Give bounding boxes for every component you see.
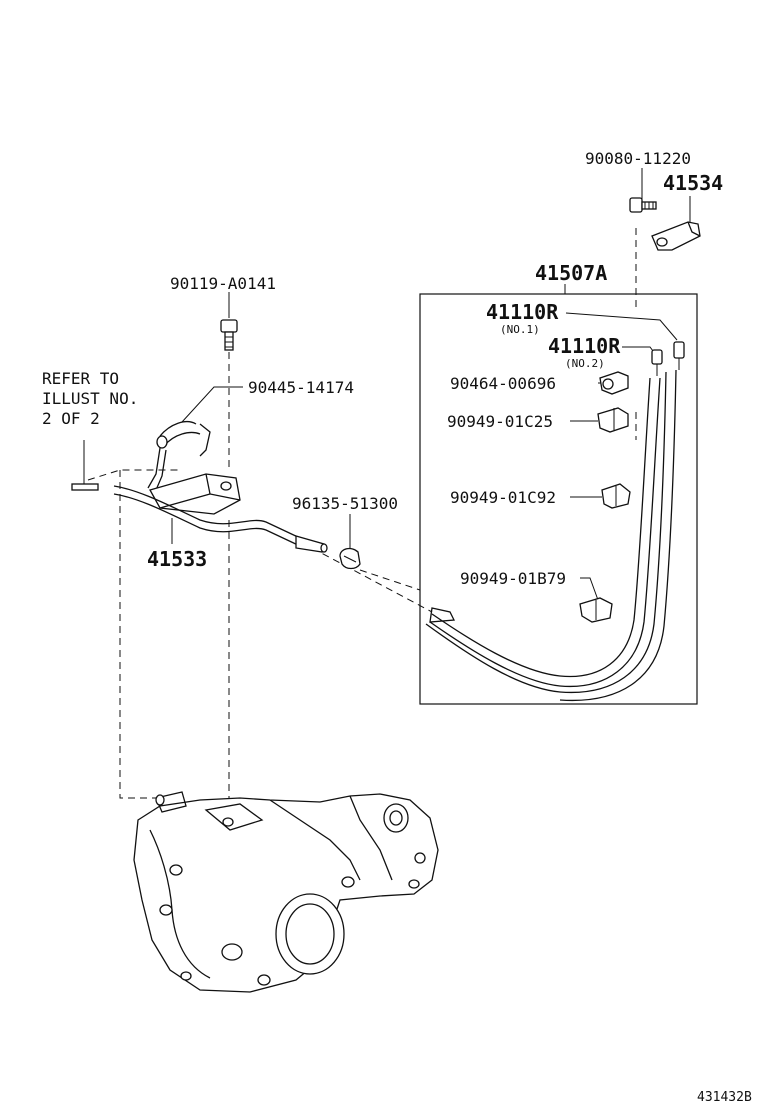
connector-41110r-no2-icon [651,349,663,376]
refer-note-line-1: REFER TO [42,369,119,388]
alignment-lines [87,228,637,820]
assembly-41507a-box [419,293,698,705]
refer-note-line-3: 2 OF 2 [42,409,100,428]
label-no2: (NO.2) [565,357,605,370]
label-41534: 41534 [663,171,723,195]
label-41110r-no2: 41110R [548,334,621,358]
refer-marker-icon [71,440,99,491]
transfer-case-housing-icon [133,791,439,993]
label-90464-00696: 90464-00696 [450,374,556,393]
diagram-id: 431432B [697,1090,752,1105]
clamp-90464-icon [599,371,629,395]
clamp-90949-01c92-icon [601,483,631,509]
label-41533: 41533 [147,547,207,571]
label-90080-11220: 90080-11220 [585,149,691,168]
hose-90445-icon [147,421,211,491]
label-no1: (NO.1) [500,323,540,336]
clamp-90949-01c25-icon [597,407,629,433]
bolt-90080-icon [629,197,657,213]
bracket-41534-icon [651,221,701,251]
bolt-90119-icon [220,319,238,351]
label-90949-01c92: 90949-01C92 [450,488,556,507]
label-90949-01b79: 90949-01B79 [460,569,566,588]
label-41110r-no1: 41110R [486,300,559,324]
label-41507a: 41507A [535,261,607,285]
label-90119-a0141: 90119-A0141 [170,274,276,293]
refer-note-line-2: ILLUST NO. [42,389,138,408]
label-90445-14174: 90445-14174 [248,378,354,397]
leader-lines [171,168,691,601]
connector-41110r-no1-icon [673,341,685,370]
pipe-bracket-41533-icon [113,473,328,553]
label-96135-51300: 96135-51300 [292,494,398,513]
label-90949-01c25: 90949-01C25 [447,412,553,431]
clamp-90949-01b79-icon [579,597,613,623]
clip-96135-icon [339,547,361,570]
tube-assembly-icon [425,369,677,702]
